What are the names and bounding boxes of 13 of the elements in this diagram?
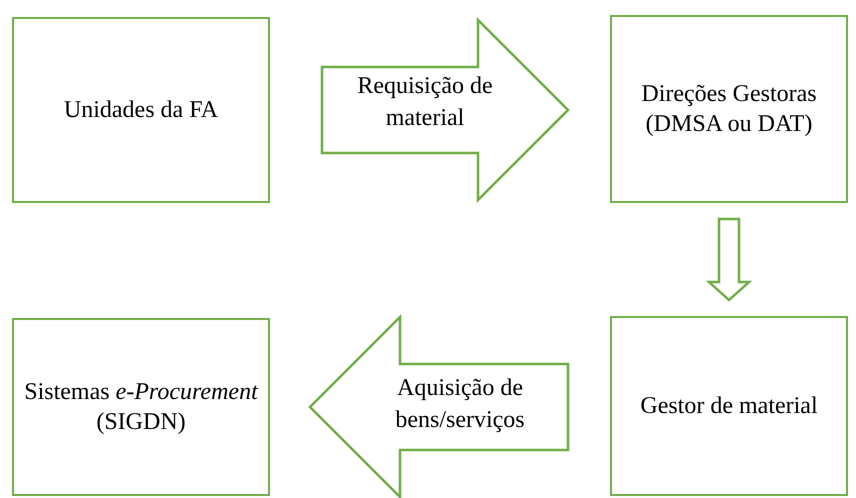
process-box bbox=[12, 318, 270, 496]
box-label: Sistemas e-Procurement (SIGDN) bbox=[23, 378, 260, 437]
box-label: Unidades da FA bbox=[62, 96, 220, 125]
box-label: Direções Gestoras (DMSA ou DAT) bbox=[640, 80, 818, 139]
block-arrow bbox=[308, 314, 570, 498]
block-arrow bbox=[320, 16, 570, 204]
box-label: Gestor de material bbox=[639, 392, 819, 421]
process-box bbox=[12, 17, 270, 203]
edge-label: Aquisição de bens/serviços bbox=[394, 374, 526, 435]
process-box bbox=[610, 316, 848, 496]
edge-label: Requisição de material bbox=[356, 72, 494, 133]
block-arrow bbox=[706, 218, 752, 302]
process-box bbox=[610, 15, 848, 203]
